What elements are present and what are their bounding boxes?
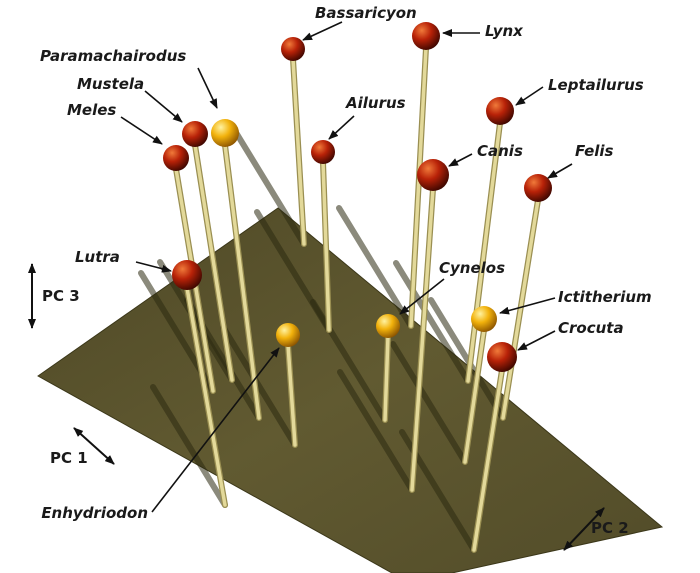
felis-shadow	[428, 297, 506, 421]
pc2-axis-arrow	[563, 507, 605, 551]
bassaricyon-label: Bassaricyon	[315, 4, 417, 22]
lutra-ball	[172, 260, 202, 290]
ailurus-label: Ailurus	[345, 94, 406, 112]
cynelos-ball	[376, 314, 400, 338]
mustela-leader-arrow	[144, 90, 183, 123]
ailurus-ball	[311, 140, 335, 164]
lutra-label: Lutra	[75, 248, 120, 266]
felis-leader-arrow	[547, 163, 573, 179]
enhydriodon-pin	[286, 343, 297, 447]
balls	[163, 22, 552, 372]
leptailurus-pin	[466, 121, 502, 383]
cynelos-pin	[383, 334, 390, 422]
paramachairodus-ball	[211, 119, 239, 147]
bassaricyon-ball	[281, 37, 305, 61]
ailurus-pin	[321, 160, 331, 332]
cynelos-shadow	[310, 299, 388, 423]
ictitherium-pin	[463, 328, 486, 464]
ailurus-leader-arrow	[328, 115, 355, 140]
cynelos-label: Cynelos	[439, 259, 505, 277]
felis-pin	[501, 198, 540, 420]
ictitherium-shadow	[390, 341, 468, 465]
meles-leader-arrow	[120, 116, 163, 145]
pc2-axis-indicator: PC 2	[563, 507, 629, 551]
crocuta-leader-arrow	[517, 330, 556, 351]
canis-label: Canis	[477, 142, 523, 160]
lynx-shadow	[336, 205, 414, 329]
lutra-pin	[185, 286, 227, 507]
canis-shadow	[337, 369, 415, 493]
meles-label: Meles	[67, 101, 116, 119]
lutra-leader-arrow	[135, 261, 172, 273]
leptailurus-leader-arrow	[515, 86, 544, 106]
leptailurus-shadow	[393, 260, 471, 384]
paramachairodus-label: Paramachairodus	[40, 47, 186, 65]
canis-leader-arrow	[448, 153, 473, 167]
pc3-axis-indicator: PC 3	[28, 263, 80, 329]
paramachairodus-leader-arrow	[197, 67, 218, 109]
bassaricyon-leader-arrow	[302, 21, 343, 41]
felis-ball	[524, 174, 552, 202]
ictitherium-ball	[471, 306, 497, 332]
crocuta-pin	[472, 368, 504, 552]
crocuta-label: Crocuta	[558, 319, 624, 337]
lynx-pin	[409, 46, 428, 328]
lynx-ball	[412, 22, 440, 50]
taxon-labels: BassaricyonLynxParamachairodusMustelaMel…	[40, 4, 652, 522]
cynelos-leader-arrow	[399, 278, 445, 315]
canis-pin	[410, 187, 435, 492]
enhydriodon-ball	[276, 323, 300, 347]
meles-ball	[163, 145, 189, 171]
enhydriodon-shadow	[220, 324, 298, 448]
mustela-pin	[193, 143, 234, 382]
felis-label: Felis	[575, 142, 614, 160]
ictitherium-leader-arrow	[499, 297, 556, 315]
mustela-shadow	[157, 259, 235, 383]
canis-ball	[417, 159, 449, 191]
pc1-axis-arrow	[73, 427, 115, 465]
mustela-ball	[182, 121, 208, 147]
paramachairodus-pin	[223, 143, 261, 420]
pc2-axis-label: PC 2	[591, 519, 629, 537]
mustela-label: Mustela	[77, 75, 144, 93]
leptailurus-ball	[486, 97, 514, 125]
pc1-axis-indicator: PC 1	[50, 427, 115, 467]
pc3-axis-label: PC 3	[42, 287, 80, 305]
bassaricyon-shadow	[229, 123, 307, 247]
ictitherium-label: Ictitherium	[558, 288, 652, 306]
lutra-shadow	[150, 384, 228, 508]
label-leaders	[120, 21, 573, 513]
enhydriodon-leader-arrow	[151, 347, 280, 513]
crocuta-ball	[487, 342, 517, 372]
pins	[173, 45, 541, 553]
leptailurus-label: Leptailurus	[548, 76, 644, 94]
pc1-axis-label: PC 1	[50, 449, 88, 467]
enhydriodon-label: Enhydriodon	[41, 504, 148, 522]
lynx-label: Lynx	[485, 22, 524, 40]
bassaricyon-pin	[291, 57, 306, 246]
pin-shadows	[138, 123, 506, 553]
